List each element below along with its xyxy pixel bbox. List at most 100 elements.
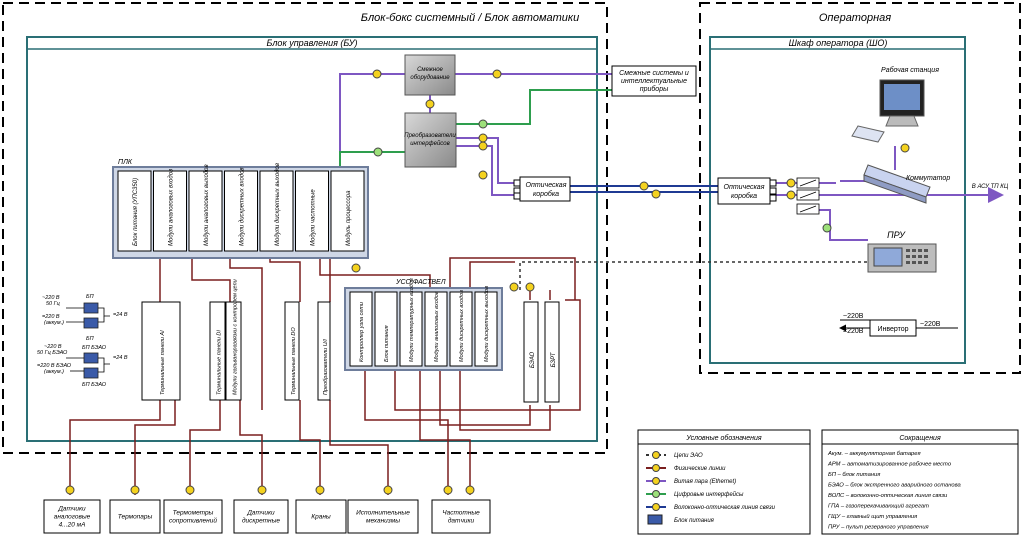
pwr-top-in1: ~220 В	[42, 295, 60, 301]
optical-box-left-line1: Оптическая	[526, 182, 567, 189]
field-device-label: Краны	[311, 514, 331, 521]
operator-room-frame	[699, 2, 1021, 374]
abbreviation-item: ВОЛС – волоконно-оптическая линия связи	[828, 493, 948, 499]
uso-module	[374, 291, 398, 367]
terminal-panel	[141, 301, 181, 401]
inverter-label: Инвертор	[877, 326, 908, 333]
workstation-icon	[851, 79, 925, 143]
operator-room-title: Операторная	[819, 12, 891, 24]
interface-converters-line1: Преобразователи	[404, 133, 456, 139]
adjacent-equipment-line2: оборудование	[410, 75, 450, 81]
plc-label: ПЛК	[118, 159, 133, 166]
pwr-top-in1b: 50 Гц	[46, 301, 60, 307]
uso-module-label: Блок питания	[384, 325, 390, 362]
legend-item: Волоконно-оптическая линия связи	[674, 505, 776, 511]
pwr-top-in2: =220 В	[42, 314, 60, 320]
uso-module-label: Модули аналоговых входов	[434, 291, 440, 362]
plc-module-label: Модуль процессора	[346, 190, 352, 246]
field-device-box	[347, 499, 419, 534]
uso-label: УСО ФАСТВЕЛ	[395, 279, 446, 286]
abbreviations-box	[821, 429, 1019, 535]
field-device-box	[163, 499, 223, 534]
optical-box-left	[519, 176, 571, 202]
adjacent-equipment-box	[404, 54, 456, 96]
plc-module-label: Модули дискретных выходов	[275, 163, 281, 246]
uso-module	[349, 291, 373, 367]
workstation-label: Рабочая станция	[881, 66, 939, 74]
switch-label: Коммутатор	[906, 175, 950, 182]
uso-module	[399, 291, 423, 367]
adjacent-systems-line3: приборы	[640, 85, 669, 93]
control-unit-title: Блок управления (БУ)	[267, 38, 358, 48]
pwr-out: =24 В	[113, 312, 128, 318]
abbreviation-item: ГЩУ – главный щит управления	[828, 513, 917, 520]
terminal-panel	[284, 301, 300, 401]
plc-module-label: Модули дискретных входов	[240, 167, 246, 246]
power-supply-icon	[647, 514, 663, 525]
legend-item: Витая пара (Ethernet)	[674, 479, 736, 485]
field-device-box	[431, 499, 491, 534]
inverter-out: ~220В	[920, 321, 941, 328]
plc-module	[117, 170, 152, 252]
pwr-top-in2b: (аккум.)	[44, 320, 64, 326]
field-device-box	[43, 499, 101, 534]
field-device-box	[109, 499, 161, 534]
terminal-panel	[317, 301, 331, 401]
interface-converters-line2: интерфейсов	[410, 140, 450, 147]
legend-item: Цифровые интерфейсы	[674, 491, 744, 498]
bzrt-box	[544, 301, 560, 403]
uso-module-label: Модули дискретных входов	[459, 290, 465, 362]
pwr-bp: БП	[86, 294, 94, 300]
pru-icon	[867, 243, 937, 273]
abbreviation-item: БП – блок питания	[828, 472, 880, 478]
terminal-panel	[225, 301, 242, 401]
system-block-title: Блок-бокс системный / Блок автоматики	[361, 12, 579, 24]
switch-icon	[863, 164, 931, 204]
plc-module-label: Блок питания (УПС350)	[133, 178, 139, 246]
field-device-box	[295, 499, 347, 534]
bzrt-label: БЗРТ	[551, 351, 557, 367]
field-device-box	[233, 499, 289, 534]
pwr-bp-bzao: БП БЭАО	[82, 345, 107, 351]
abbreviation-item: ГПА – газоперекачивающий агрегат	[828, 503, 929, 510]
asu-label: В АСУ ТП КЦ	[972, 184, 1009, 190]
operator-cabinet-title: Шкаф оператора (ШО)	[789, 38, 888, 48]
legend-item: Цепи ЭАО	[674, 453, 703, 459]
optical-box-left-line2: коробка	[533, 190, 559, 198]
abbreviation-item: АРМ – автоматизированное рабочее место	[827, 462, 952, 468]
plc-module	[295, 170, 329, 252]
pru-label: ПРУ	[887, 230, 906, 240]
field-device-label: Термопары	[118, 514, 153, 521]
pwr-bp-bzao-bottom: БП БЭАО	[82, 382, 107, 388]
plc-module	[153, 170, 187, 252]
adjacent-systems-box	[611, 65, 697, 97]
pwr-mid-in1b: 50 Гц БЭАО	[37, 350, 68, 356]
bzao-box	[523, 301, 539, 403]
plc-module	[330, 170, 365, 252]
abbreviations-title: Сокращения	[899, 435, 941, 442]
legend-title: Условные обозначения	[685, 434, 762, 442]
adjacent-systems-line1: Смежные системы и	[619, 70, 689, 77]
uso-module	[474, 291, 498, 367]
operator-cabinet-frame	[709, 36, 966, 364]
plc-module	[259, 170, 294, 252]
interface-converters-box	[404, 112, 457, 168]
abbreviation-item: БЭАО – блок экстренного аварийного остан…	[828, 482, 962, 489]
optical-box-right-line2: коробка	[731, 192, 757, 200]
terminal-panel-label: Преобразователи U/I	[323, 339, 329, 395]
terminal-panel-label: Модули гальваноразвязки с контролем цепи	[233, 279, 239, 395]
plc-module-label: Модули частотные	[311, 189, 317, 246]
inverter-in2: =220В	[843, 328, 864, 335]
uso-module	[449, 291, 473, 367]
control-unit-frame	[26, 36, 598, 442]
abbreviation-item: Акум. – аккумуляторная батарея	[827, 451, 921, 457]
plc-module	[188, 170, 223, 252]
plc-module-label: Модули аналоговых входов	[169, 169, 175, 246]
pwr-out2: =24 В	[113, 355, 128, 361]
legend-box	[637, 429, 811, 535]
